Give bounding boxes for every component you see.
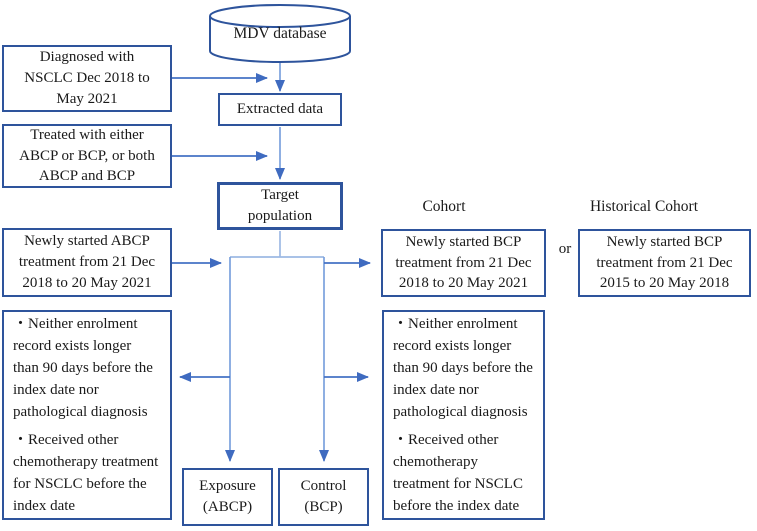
exclusion-right-item-1: ・Neither enrolment record exists longer … [393, 315, 533, 420]
box-criteria-treated: Treated with either ABCP or BCP, or both… [2, 124, 172, 188]
box-control-bcp: Control (BCP) [278, 468, 369, 526]
box-exclusion-right: ・Neither enrolment record exists longer … [382, 310, 545, 520]
box-newly-started-bcp-historical: Newly started BCP treatment from 21 Dec … [578, 229, 751, 297]
exclusion-right-item-2: ・Received other chemotherapy treatment f… [393, 432, 523, 515]
box-extracted-data: Extracted data [218, 93, 342, 126]
box-exposure-abcp: Exposure (ABCP) [182, 468, 273, 526]
box-newly-started-bcp: Newly started BCP treatment from 21 Dec … [381, 229, 546, 297]
box-exclusion-left: ・Neither enrolment record exists longer … [2, 310, 172, 520]
exclusion-left-item-1: ・Neither enrolment record exists longer … [13, 315, 153, 420]
box-target-population: Target population [217, 182, 343, 230]
cohort-heading: Cohort [422, 198, 466, 215]
database-cylinder-icon [209, 4, 351, 63]
box-criteria-diagnosed: Diagnosed with NSCLC Dec 2018 to May 202… [2, 45, 172, 112]
exclusion-left-item-2: ・Received other chemotherapy treatment f… [13, 432, 159, 515]
database-label: MDV database [233, 25, 327, 42]
historical-cohort-heading: Historical Cohort [589, 198, 699, 215]
split-elbow-connector [230, 231, 324, 258]
box-newly-started-abcp: Newly started ABCP treatment from 21 Dec… [2, 228, 172, 297]
or-label: or [558, 241, 572, 257]
